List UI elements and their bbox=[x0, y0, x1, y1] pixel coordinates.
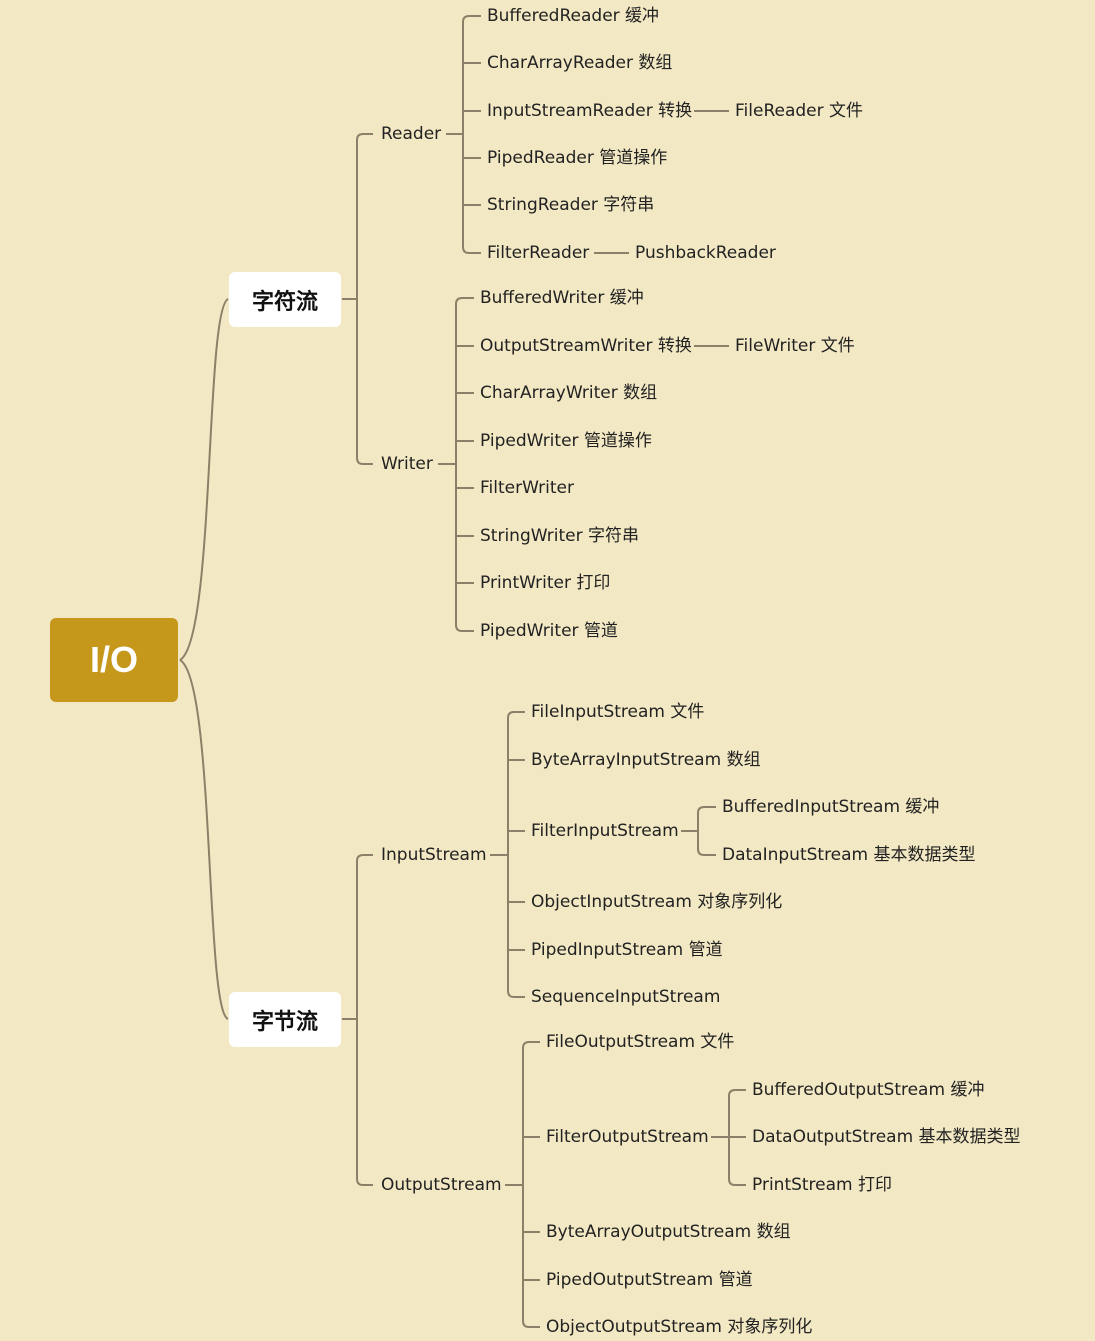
node-writer[interactable]: Writer bbox=[381, 454, 433, 474]
connector-line bbox=[507, 990, 525, 998]
connector-line bbox=[697, 848, 716, 856]
node-buffered-output-stream[interactable]: BufferedOutputStream 缓冲 bbox=[752, 1080, 985, 1100]
node-output-stream[interactable]: OutputStream bbox=[381, 1175, 502, 1195]
node-output-stream-writer[interactable]: OutputStreamWriter 转换 bbox=[480, 336, 692, 356]
node-byte-stream[interactable]: 字节流 bbox=[229, 992, 341, 1047]
connector-line bbox=[522, 1041, 540, 1049]
node-object-output-stream[interactable]: ObjectOutputStream 对象序列化 bbox=[546, 1317, 813, 1337]
node-print-writer[interactable]: PrintWriter 打印 bbox=[480, 573, 611, 593]
node-object-input-stream[interactable]: ObjectInputStream 对象序列化 bbox=[531, 892, 783, 912]
node-piped-reader[interactable]: PipedReader 管道操作 bbox=[487, 148, 668, 168]
root-node-io[interactable]: I/O bbox=[50, 618, 178, 702]
node-byte-array-output-stream[interactable]: ByteArrayOutputStream 数组 bbox=[546, 1222, 791, 1242]
node-piped-writer-ops[interactable]: PipedWriter 管道操作 bbox=[480, 431, 652, 451]
connector-line bbox=[507, 711, 525, 719]
node-print-stream[interactable]: PrintStream 打印 bbox=[752, 1175, 893, 1195]
node-buffered-writer[interactable]: BufferedWriter 缓冲 bbox=[480, 288, 644, 308]
node-byte-array-input-stream[interactable]: ByteArrayInputStream 数组 bbox=[531, 750, 761, 770]
node-string-reader[interactable]: StringReader 字符串 bbox=[487, 195, 655, 215]
node-file-output-stream[interactable]: FileOutputStream 文件 bbox=[546, 1032, 735, 1052]
node-string-writer[interactable]: StringWriter 字符串 bbox=[480, 526, 640, 546]
node-pushback-reader[interactable]: PushbackReader bbox=[635, 243, 776, 263]
node-piped-output-stream[interactable]: PipedOutputStream 管道 bbox=[546, 1270, 753, 1290]
node-filter-writer[interactable]: FilterWriter bbox=[480, 478, 574, 498]
connector-line bbox=[455, 624, 474, 632]
node-char-array-reader[interactable]: CharArrayReader 数组 bbox=[487, 53, 673, 73]
node-data-input-stream[interactable]: DataInputStream 基本数据类型 bbox=[722, 845, 976, 865]
node-file-input-stream[interactable]: FileInputStream 文件 bbox=[531, 702, 705, 722]
connector-line bbox=[697, 806, 716, 814]
node-piped-writer[interactable]: PipedWriter 管道 bbox=[480, 621, 618, 641]
node-data-output-stream[interactable]: DataOutputStream 基本数据类型 bbox=[752, 1127, 1021, 1147]
connector-line bbox=[462, 15, 481, 23]
connector-line bbox=[455, 297, 474, 305]
connector-line bbox=[179, 298, 229, 661]
connector-line bbox=[356, 854, 373, 862]
node-char-array-writer[interactable]: CharArrayWriter 数组 bbox=[480, 383, 658, 403]
node-buffered-reader[interactable]: BufferedReader 缓冲 bbox=[487, 6, 660, 26]
node-filter-output-stream[interactable]: FilterOutputStream bbox=[546, 1127, 709, 1147]
node-file-writer[interactable]: FileWriter 文件 bbox=[735, 336, 855, 356]
node-piped-input-stream[interactable]: PipedInputStream 管道 bbox=[531, 940, 723, 960]
connector-line bbox=[356, 1178, 373, 1186]
node-input-stream-reader[interactable]: InputStreamReader 转换 bbox=[487, 101, 693, 121]
connector-line bbox=[728, 1089, 746, 1097]
node-filter-input-stream[interactable]: FilterInputStream bbox=[531, 821, 679, 841]
node-reader[interactable]: Reader bbox=[381, 124, 442, 144]
node-input-stream[interactable]: InputStream bbox=[381, 845, 487, 865]
node-buffered-input-stream[interactable]: BufferedInputStream 缓冲 bbox=[722, 797, 940, 817]
connector-line bbox=[356, 457, 373, 465]
node-file-reader[interactable]: FileReader 文件 bbox=[735, 101, 864, 121]
connector-line bbox=[728, 1178, 746, 1186]
connector-line bbox=[356, 133, 373, 141]
connector-line bbox=[179, 659, 229, 1020]
connector-line bbox=[462, 246, 481, 254]
node-sequence-input-stream[interactable]: SequenceInputStream bbox=[531, 987, 721, 1007]
connector-line bbox=[522, 1320, 540, 1328]
node-filter-reader[interactable]: FilterReader bbox=[487, 243, 590, 263]
node-char-stream[interactable]: 字符流 bbox=[229, 272, 341, 327]
